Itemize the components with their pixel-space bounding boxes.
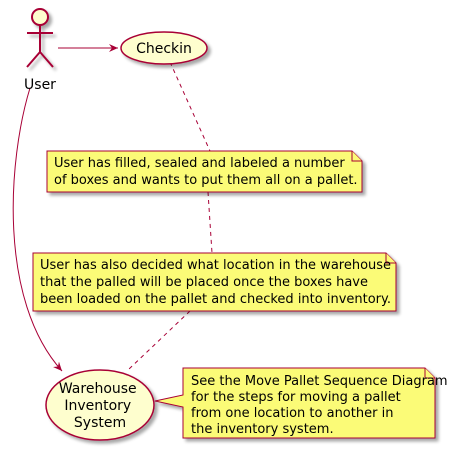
associations <box>12 44 118 372</box>
note-sequence-text: See the Move Pallet Sequence Diagram for… <box>191 374 452 437</box>
actor-head <box>31 8 49 26</box>
note-line: for the steps for moving a pallet <box>191 390 401 405</box>
note-location: User has also decided what location in t… <box>32 252 397 312</box>
note-sequence-fold <box>424 368 435 379</box>
note-boxes-fold <box>351 151 362 162</box>
usecase-warehouse-line: Warehouse <box>59 381 137 397</box>
note-boxes-shape <box>46 150 363 193</box>
note-line: that the palled will be placed once the … <box>40 275 368 290</box>
usecase-warehouse-label: Warehouse Inventory System <box>59 381 141 431</box>
usecase-warehouse-line: System <box>74 415 126 431</box>
note-location-fold <box>385 253 396 264</box>
actor-label: User <box>24 77 56 93</box>
usecase-checkin-shape <box>120 31 208 65</box>
actor-user[interactable] <box>26 8 54 68</box>
usecase-checkin[interactable]: Checkin <box>120 31 208 65</box>
note-line: User has filled, sealed and labeled a nu… <box>54 156 345 171</box>
note-connector-warehouse <box>127 310 191 371</box>
note-line: See the Move Pallet Sequence Diagram <box>191 374 448 389</box>
note-line: of boxes and wants to put them all on a … <box>54 173 358 188</box>
usecase-warehouse-shape <box>45 369 155 441</box>
note-location-shape <box>32 252 397 312</box>
note-line: from one location to another in <box>191 406 393 421</box>
note-location-text: User has also decided what location in t… <box>40 258 395 307</box>
note-connector-checkin <box>169 61 211 152</box>
note-boxes-text: User has filled, sealed and labeled a nu… <box>54 156 358 188</box>
note-line: User has also decided what location in t… <box>40 258 391 273</box>
note-connector-checkin-lower <box>207 191 213 254</box>
usecase-checkin-label: Checkin <box>136 41 192 57</box>
note-sequence: See the Move Pallet Sequence Diagram for… <box>154 367 452 439</box>
note-boxes: User has filled, sealed and labeled a nu… <box>46 150 363 193</box>
usecase-warehouse-line: Inventory <box>64 398 131 414</box>
note-line: been loaded on the pallet and checked in… <box>40 292 391 307</box>
note-connectors <box>127 61 213 371</box>
actor-body <box>26 25 54 68</box>
usecase-warehouse-inventory-system[interactable]: Warehouse Inventory System <box>45 369 155 441</box>
arrow-user-to-warehouse <box>12 87 63 372</box>
note-line: the inventory system. <box>191 422 334 437</box>
